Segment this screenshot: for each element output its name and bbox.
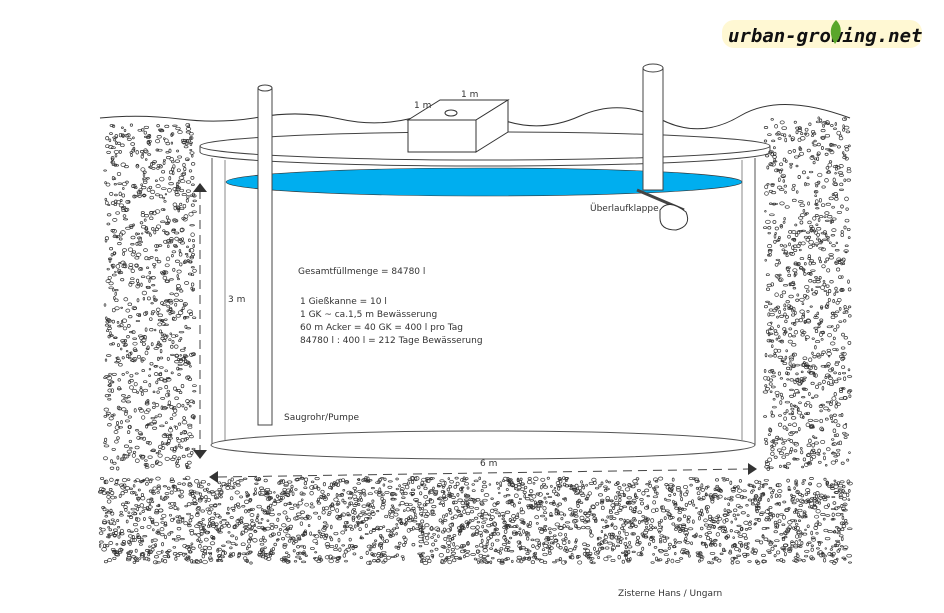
tank-body (212, 150, 755, 445)
caption: Zisterne Hans / Ungarn (618, 589, 722, 599)
box-depth-label: 1 m (461, 90, 478, 100)
total-volume-text: Gesamtfüllmenge = 84780 l (298, 267, 425, 277)
site-logo[interactable]: urban-growing.net (722, 20, 922, 48)
logo-text: urban-growing.net (728, 25, 922, 47)
pipe-label: Saugrohr/Pumpe (284, 413, 360, 423)
leaf-icon (830, 20, 841, 44)
overflow-pipe (642, 67, 664, 191)
suction-pipe (257, 87, 273, 426)
calc-line: 84780 l : 400 l = 212 Tage Bewässerung (300, 336, 483, 346)
access-hatch-box (406, 99, 510, 153)
height-label: 3 m (228, 295, 245, 305)
overflow-label: Überlaufklappe (590, 203, 659, 214)
calc-line: 60 m Acker = 40 GK = 400 l pro Tag (300, 323, 463, 333)
calc-line: 1 GK ~ ca.1,5 m Bewässerung (300, 310, 437, 320)
calc-line: 1 Gießkanne = 10 l (300, 297, 387, 307)
overflow-flap (636, 188, 689, 231)
box-width-label: 1 m (414, 101, 431, 111)
gravel-texture (98, 116, 853, 566)
water-surface (225, 167, 743, 197)
width-dimension (217, 468, 749, 478)
width-label: 6 m (480, 459, 497, 469)
tank-bottom (210, 430, 756, 460)
